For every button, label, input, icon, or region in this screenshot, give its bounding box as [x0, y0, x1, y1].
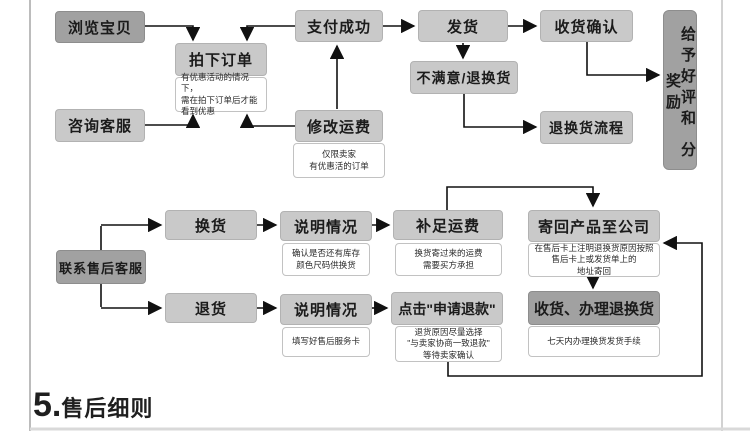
- node-return: 退货: [165, 293, 257, 323]
- node-modify-shipping: 修改运费: [295, 110, 383, 142]
- node-explain-return: 说明情况: [280, 294, 372, 325]
- node-confirm-receipt: 收货确认: [540, 10, 633, 42]
- section-heading: 5.售后细则: [33, 386, 153, 425]
- note-receive-handle: 七天内办理换货发货手续: [528, 326, 660, 357]
- note-pay-shipping: 换货寄过来的运费 需要买方承担: [395, 243, 502, 276]
- note-click-refund: 退货原因尽量选择 "与卖家协商一致退款" 等待卖家确认: [395, 326, 502, 362]
- node-return-process: 退换货流程: [540, 111, 633, 144]
- note-explain-exchange: 确认是否还有库存 颜色尺码供换货: [282, 243, 370, 276]
- note-send-back: 在售后卡上注明退换货原因按照 售后卡上或发货单上的 地址寄回: [528, 243, 660, 277]
- note-explain-return: 填写好售后服务卡: [282, 327, 370, 357]
- heading-number: 5.: [33, 386, 62, 424]
- node-explain-exchange: 说明情况: [280, 211, 372, 241]
- node-review-reward: 给予好评和 分奖励: [663, 10, 697, 170]
- node-contact-aftersales: 联系售后客服: [56, 250, 146, 284]
- node-payment-success: 支付成功: [295, 10, 383, 42]
- node-consult: 咨询客服: [55, 109, 145, 142]
- heading-title: 售后细则: [61, 396, 154, 421]
- node-receive-handle: 收货、办理退换货: [528, 291, 660, 325]
- node-unsatisfied: 不满意/退换货: [410, 61, 518, 94]
- node-click-refund: 点击"申请退款": [391, 292, 503, 325]
- node-browse: 浏览宝贝: [55, 11, 145, 43]
- node-pay-shipping: 补足运费: [393, 210, 503, 240]
- note-place-order: 有优惠活动的情况下， 需在拍下订单后才能 看到优惠: [175, 72, 267, 116]
- node-place-order: 拍下订单: [175, 43, 267, 76]
- node-exchange: 换货: [165, 210, 257, 240]
- note-modify-shipping: 仅限卖家 有优惠活的订单: [293, 143, 385, 178]
- node-ship: 发货: [418, 10, 508, 42]
- node-send-back: 寄回产品至公司: [528, 210, 660, 242]
